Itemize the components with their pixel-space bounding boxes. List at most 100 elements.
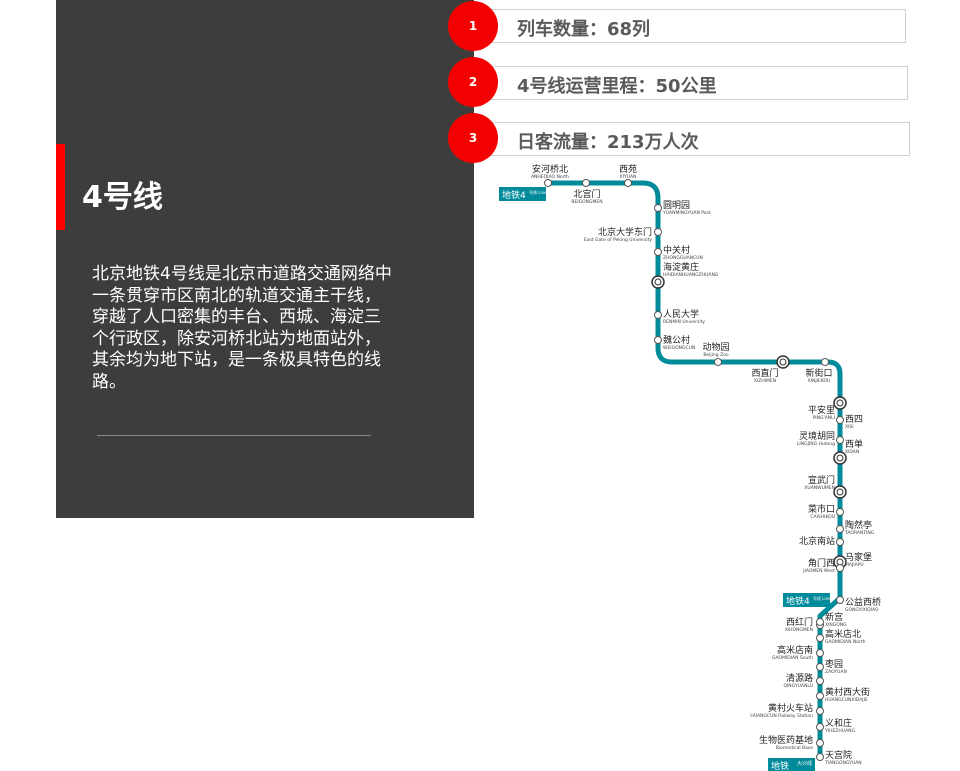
stat-number-badge: 1 bbox=[448, 1, 498, 51]
station-name-en: XUANWUMEN bbox=[804, 485, 835, 491]
station-name-en: HUANGCUNXIDAJIE bbox=[825, 697, 868, 703]
station-name-cn: 角门西 bbox=[808, 557, 835, 569]
transfer-arrows-icon bbox=[836, 399, 844, 407]
station-name-en: XIDAN bbox=[845, 449, 859, 455]
station-name-cn: 北京南站 bbox=[799, 535, 835, 547]
station-name-en: TIANGONGYUAN bbox=[824, 760, 862, 766]
station-name-en: XINGONG bbox=[825, 622, 847, 628]
station-name-en: ZHONGGUANCUN bbox=[663, 255, 703, 261]
station-name-cn: 北宫门 bbox=[573, 188, 600, 200]
station-dot bbox=[582, 179, 590, 187]
station-name-cn: 天宫院 bbox=[825, 749, 852, 761]
station-19: 北京南站 bbox=[799, 535, 844, 547]
station-name-cn: 高米店北 bbox=[825, 628, 861, 640]
station-name-en: Biomedical Base bbox=[776, 745, 813, 751]
station-name-cn: 西直门 bbox=[751, 367, 778, 379]
line-description: 北京地铁4号线是北京市道路交通网络中一条贯穿市区南北的轨道交通主干线，穿越了人口… bbox=[92, 264, 392, 392]
station-name-en: GONGYIXIQIAO bbox=[845, 607, 879, 613]
station-dot bbox=[654, 228, 662, 236]
station-dot bbox=[821, 358, 829, 366]
station-name-cn: 圆明园 bbox=[663, 200, 690, 211]
transfer-arrows-icon bbox=[836, 454, 844, 462]
station-dot bbox=[836, 564, 844, 572]
stat-text: 日客流量：213万人次 bbox=[517, 132, 699, 153]
station-name-en: XIZHIMEN bbox=[754, 378, 776, 384]
station-name-en: YIHEZHUANG bbox=[824, 728, 856, 734]
transfer-arrows-icon bbox=[779, 358, 787, 366]
title-accent-bar bbox=[56, 144, 65, 230]
route-line bbox=[548, 180, 843, 758]
line-title: 4号线 bbox=[82, 180, 163, 215]
station-dot bbox=[816, 753, 824, 761]
transfer-station-icon bbox=[833, 451, 847, 465]
station-name-cn: 魏公村 bbox=[663, 334, 690, 346]
badge-sub: 号线 Line 4 bbox=[813, 595, 835, 601]
stat-number-badge: 3 bbox=[448, 113, 498, 163]
station-dot bbox=[836, 538, 844, 546]
line-badge: 地铁 大兴线 bbox=[768, 758, 815, 771]
station-name-en: East Gate of Peking University bbox=[584, 237, 652, 243]
station-name-cn: 菜市口 bbox=[808, 503, 835, 515]
station-dot bbox=[836, 436, 844, 444]
station-name-cn: 西四 bbox=[845, 414, 863, 425]
station-name-en: ANHEQIAO North bbox=[531, 174, 569, 180]
station-dot bbox=[816, 649, 824, 657]
stat-text: 列车数量：68列 bbox=[517, 19, 651, 40]
station-name-cn: 中关村 bbox=[663, 244, 690, 256]
station-name-en: Beijing Zoo bbox=[703, 352, 729, 358]
stat-number-badge: 2 bbox=[448, 57, 498, 107]
station-name-cn: 人民大学 bbox=[663, 308, 699, 320]
station-dot bbox=[654, 248, 662, 256]
transfer-station-icon bbox=[776, 355, 790, 369]
stat-box-trains: 列车数量：68列 bbox=[474, 9, 906, 43]
station-name-cn: 西红门 bbox=[786, 616, 813, 628]
station-name-en: XISI bbox=[845, 424, 854, 430]
station-name-cn: 动物园 bbox=[702, 341, 729, 353]
line-badge: 地铁4 号线 Line 4 bbox=[783, 593, 835, 607]
station-name-en: JIAOMEN West bbox=[802, 568, 835, 574]
station-name-en: QINGYUANLU bbox=[783, 683, 813, 689]
station-dot bbox=[816, 707, 824, 715]
station-name-cn: 新宫 bbox=[825, 611, 843, 623]
station-dot bbox=[816, 663, 824, 671]
station-dot bbox=[714, 358, 722, 366]
station-name-en: HUANGCUN Railway Station bbox=[750, 713, 813, 719]
station-dot bbox=[816, 677, 824, 685]
station-dot bbox=[544, 179, 552, 187]
station-name-en: HAIDIANHUANGZHUANG bbox=[663, 272, 719, 278]
panel-divider bbox=[97, 435, 371, 436]
stat-box-ridership: 日客流量：213万人次 bbox=[474, 122, 910, 156]
station-dot bbox=[654, 311, 662, 319]
station-dot bbox=[816, 692, 824, 700]
station-name-en: GAOMIDIAN North bbox=[825, 639, 866, 645]
station-dot bbox=[816, 739, 824, 747]
station-name-en: BEIGONGMEN bbox=[571, 199, 602, 205]
badge-label: 地铁 bbox=[771, 760, 789, 771]
station-name-en: XINJIEKOU bbox=[808, 378, 831, 384]
badge-label: 地铁4 bbox=[786, 595, 810, 607]
station-dot bbox=[836, 525, 844, 533]
station-name-en: XIYUAN bbox=[620, 174, 637, 180]
station-name-cn: 灵境胡同 bbox=[799, 430, 835, 442]
station-name-cn: 义和庄 bbox=[825, 717, 852, 729]
station-name-en: WEIGONGCUN bbox=[663, 345, 695, 351]
